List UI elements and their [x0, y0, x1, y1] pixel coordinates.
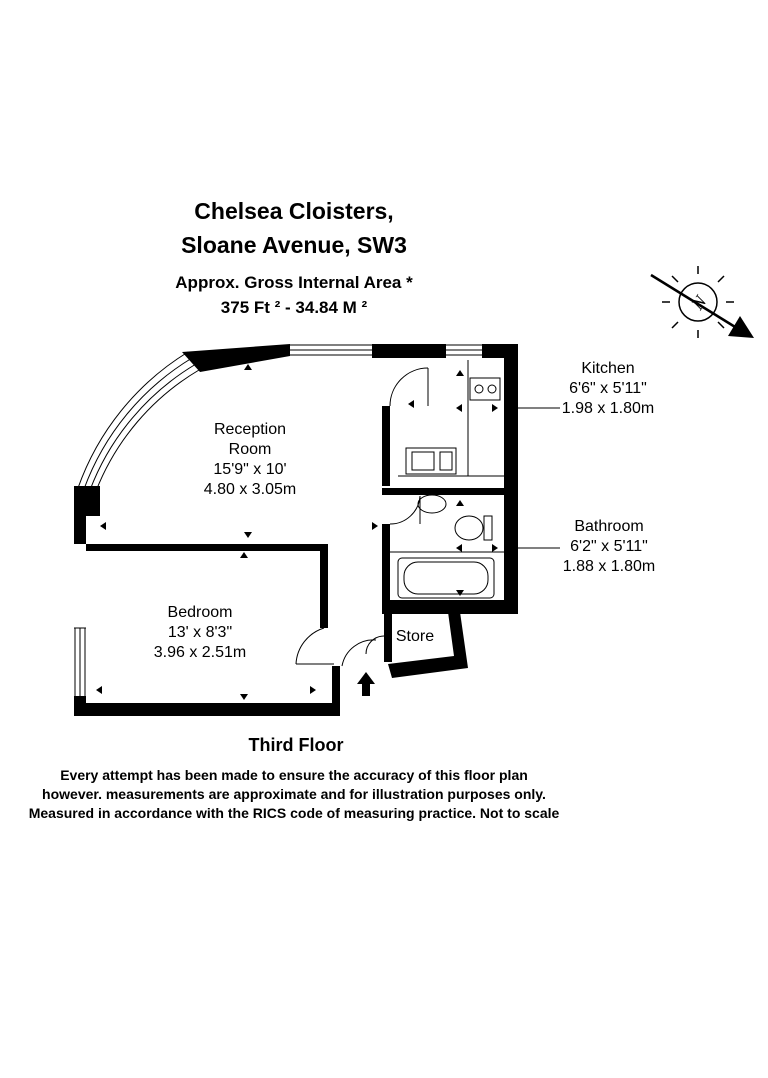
bathroom-name: Bathroom	[574, 518, 644, 535]
area-value: 375 Ft ² - 34.84 M ²	[220, 298, 368, 317]
windows	[74, 344, 482, 696]
bathroom-fixtures	[390, 494, 504, 599]
disclaimer-line1: Every attempt has been made to ensure th…	[60, 767, 528, 783]
kitchen-fixtures	[398, 360, 504, 477]
bedroom-name: Bedroom	[167, 604, 233, 621]
bedroom-imperial: 13' x 8'3"	[167, 624, 233, 641]
bathroom-imperial: 6'2" x 5'11"	[570, 538, 648, 555]
walls	[74, 344, 518, 716]
floor-label: Third Floor	[248, 735, 344, 755]
compass-north-icon: N	[650, 266, 754, 338]
reception-name: Reception	[213, 421, 287, 438]
property-name-line2: Sloane Avenue, SW3	[181, 232, 407, 258]
reception-imperial: 15'9" x 10'	[213, 461, 287, 478]
entrance-arrow-icon	[357, 672, 375, 696]
disclaimer-line2: however. measurements are approximate an…	[42, 786, 546, 802]
curved-window	[77, 351, 200, 492]
kitchen-metric: 1.98 x 1.80m	[561, 400, 655, 417]
kitchen-imperial: 6'6" x 5'11"	[569, 380, 647, 397]
property-name-line1: Chelsea Cloisters,	[194, 198, 394, 224]
doors	[295, 367, 429, 667]
disclaimer-line3: Measured in accordance with the RICS cod…	[28, 805, 560, 821]
bathroom-label: Bathroom 6'2" x 5'11" 1.88 x 1.80m	[549, 517, 669, 577]
store-label: Store	[395, 628, 435, 645]
area-label: Approx. Gross Internal Area *	[175, 273, 413, 292]
reception-label: Reception Room 15'9" x 10' 4.80 x 3.05m	[190, 420, 310, 500]
bedroom-metric: 3.96 x 2.51m	[153, 644, 247, 661]
reception-name-2: Room	[228, 441, 272, 458]
reception-metric: 4.80 x 3.05m	[203, 481, 297, 498]
dimension-markers	[96, 364, 498, 700]
bathroom-metric: 1.88 x 1.80m	[562, 558, 656, 575]
kitchen-label: Kitchen 6'6" x 5'11" 1.98 x 1.80m	[548, 359, 668, 419]
bedroom-label: Bedroom 13' x 8'3" 3.96 x 2.51m	[140, 603, 260, 663]
kitchen-name: Kitchen	[581, 360, 635, 377]
